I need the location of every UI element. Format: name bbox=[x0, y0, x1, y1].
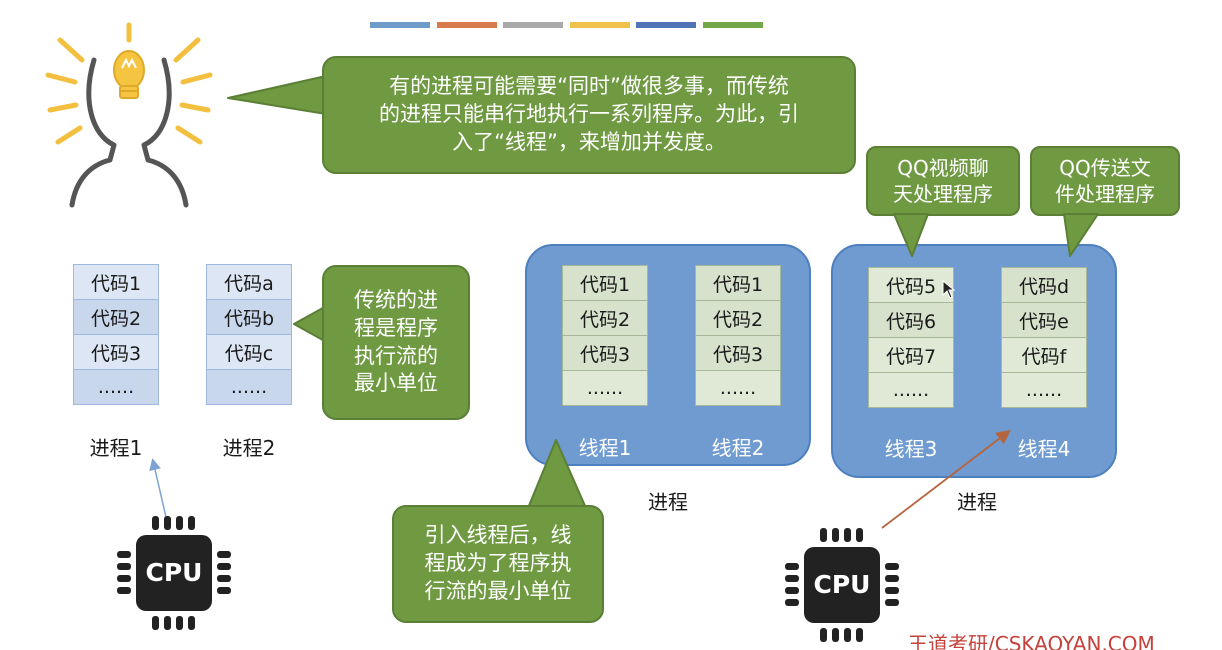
color-stripe bbox=[703, 22, 763, 28]
callout-line: 行流的最小单位 bbox=[424, 578, 572, 603]
process2-code-stack: 代码a 代码b 代码c ...... bbox=[206, 264, 292, 405]
callout-line: QQ视频聊 bbox=[897, 155, 989, 180]
thread1-code-stack: 代码1 代码2 代码3 ...... bbox=[562, 265, 648, 406]
color-stripe bbox=[437, 22, 497, 28]
thread3-code-stack: 代码5 代码6 代码7 ...... bbox=[868, 267, 954, 408]
code-cell: 代码a bbox=[206, 264, 292, 300]
process2-label: 进程2 bbox=[222, 436, 276, 460]
code-cell: 代码5 bbox=[868, 267, 954, 303]
code-cell: 代码3 bbox=[695, 335, 781, 371]
code-cell: ...... bbox=[73, 369, 159, 405]
code-cell: ...... bbox=[1001, 372, 1087, 408]
process-left-label: 进程 bbox=[648, 490, 688, 514]
qq-video-callout: QQ视频聊 天处理程序 bbox=[866, 146, 1020, 216]
thread4-label: 线程4 bbox=[1017, 437, 1071, 461]
thread2-label: 线程2 bbox=[711, 436, 765, 460]
cpu-label: CPU bbox=[145, 558, 203, 587]
process1-label: 进程1 bbox=[89, 436, 143, 460]
lightbulb-thinker-icon bbox=[45, 22, 213, 208]
mouse-cursor-icon bbox=[942, 280, 956, 299]
color-stripe bbox=[636, 22, 696, 28]
color-stripe bbox=[503, 22, 563, 28]
code-cell: 代码b bbox=[206, 299, 292, 335]
code-cell: ...... bbox=[695, 370, 781, 406]
thread3-label: 线程3 bbox=[884, 437, 938, 461]
cpu-chip-icon bbox=[785, 528, 899, 642]
code-cell: 代码3 bbox=[562, 335, 648, 371]
cpu-chip-icon bbox=[117, 516, 231, 630]
callout-line: 执行流的 bbox=[354, 343, 438, 368]
top-callout-line: 入了“线程”，来增加并发度。 bbox=[452, 129, 726, 154]
callout-line: 件处理程序 bbox=[1055, 182, 1155, 206]
callout-pointer bbox=[893, 213, 929, 257]
code-cell: ...... bbox=[868, 372, 954, 408]
thread-callout: 引入线程后，线 程成为了程序执 行流的最小单位 bbox=[392, 505, 604, 623]
top-callout-line: 的进程只能串行地执行一系列程序。为此，引 bbox=[379, 102, 799, 127]
code-cell: 代码f bbox=[1001, 337, 1087, 373]
callout-line: 天处理程序 bbox=[893, 182, 993, 206]
callout-line: 程成为了程序执 bbox=[424, 551, 572, 576]
code-cell: 代码e bbox=[1001, 302, 1087, 338]
code-cell: 代码1 bbox=[695, 265, 781, 301]
callout-line: 传统的进 bbox=[354, 288, 438, 313]
process1-code-stack: 代码1 代码2 代码3 ...... bbox=[73, 264, 159, 405]
callout-line: 程是程序 bbox=[354, 315, 438, 340]
code-cell: 代码2 bbox=[73, 299, 159, 335]
top-callout-line: 有的进程可能需要“同时”做很多事，而传统 bbox=[389, 74, 789, 99]
thread4-code-stack: 代码d 代码e 代码f ...... bbox=[1001, 267, 1087, 408]
code-cell: 代码1 bbox=[73, 264, 159, 300]
thread1-label: 线程1 bbox=[578, 436, 632, 460]
callout-line: 引入线程后，线 bbox=[424, 523, 572, 548]
process-right-label: 进程 bbox=[957, 490, 997, 514]
code-cell: 代码2 bbox=[695, 300, 781, 336]
code-cell: 代码1 bbox=[562, 265, 648, 301]
code-cell: ...... bbox=[206, 369, 292, 405]
code-cell: 代码2 bbox=[562, 300, 648, 336]
thread2-code-stack: 代码1 代码2 代码3 ...... bbox=[695, 265, 781, 406]
code-cell: ...... bbox=[562, 370, 648, 406]
top-callout: 有的进程可能需要“同时”做很多事，而传统 的进程只能串行地执行一系列程序。为此，… bbox=[322, 56, 856, 174]
callout-line: QQ传送文 bbox=[1059, 155, 1151, 180]
qq-file-callout: QQ传送文 件处理程序 bbox=[1030, 146, 1180, 216]
color-stripe bbox=[370, 22, 430, 28]
callout-line: 最小单位 bbox=[354, 371, 438, 396]
traditional-process-callout: 传统的进 程是程序 执行流的 最小单位 bbox=[322, 265, 470, 420]
color-stripe bbox=[570, 22, 630, 28]
callout-pointer bbox=[1063, 213, 1099, 257]
footer-watermark: 王道考研/CSKAOYAN.COM bbox=[908, 632, 1155, 650]
cpu-label: CPU bbox=[813, 570, 871, 599]
